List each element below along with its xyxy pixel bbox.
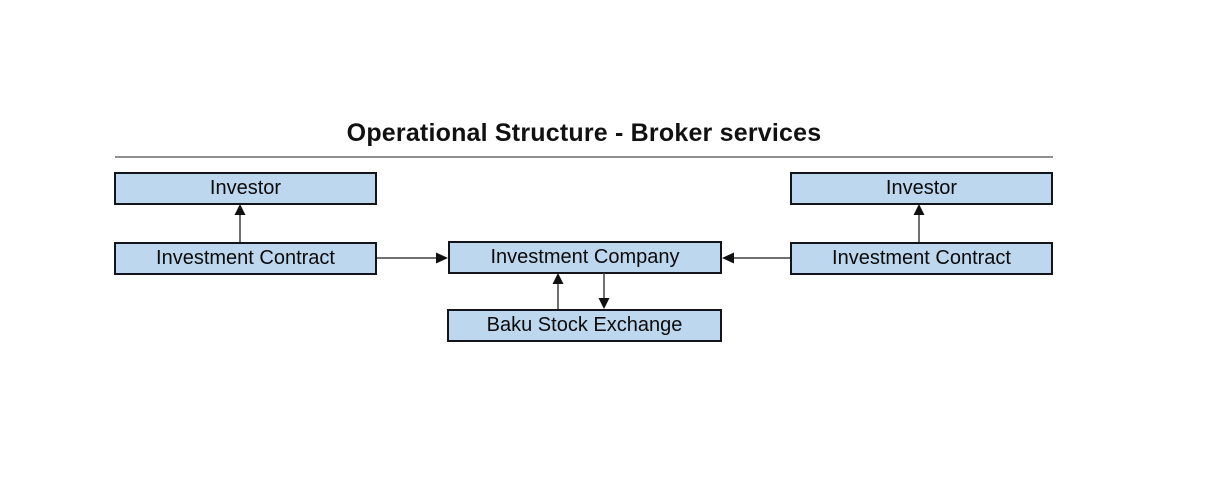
diagram-title: Operational Structure - Broker services [346, 119, 822, 147]
node-investment-company: Investment Company [448, 241, 722, 274]
node-investor-right: Investor [790, 172, 1053, 205]
arrow-contract-left-to-company-right-icon [377, 252, 448, 264]
arrow-contract-right-to-company-left-icon [722, 252, 790, 264]
node-investment-contract-right: Investment Contract [790, 242, 1053, 275]
arrow-contract-left-to-investor-left-up-icon [234, 204, 246, 242]
arrow-bse-to-company-up-icon [552, 273, 564, 309]
node-investment-contract-left: Investment Contract [114, 242, 377, 275]
title-divider-line [115, 156, 1053, 158]
node-investor-left: Investor [114, 172, 377, 205]
node-baku-stock-exchange: Baku Stock Exchange [447, 309, 722, 342]
arrow-company-to-bse-down-icon [598, 273, 610, 309]
arrow-contract-right-to-investor-right-up-icon [913, 204, 925, 242]
